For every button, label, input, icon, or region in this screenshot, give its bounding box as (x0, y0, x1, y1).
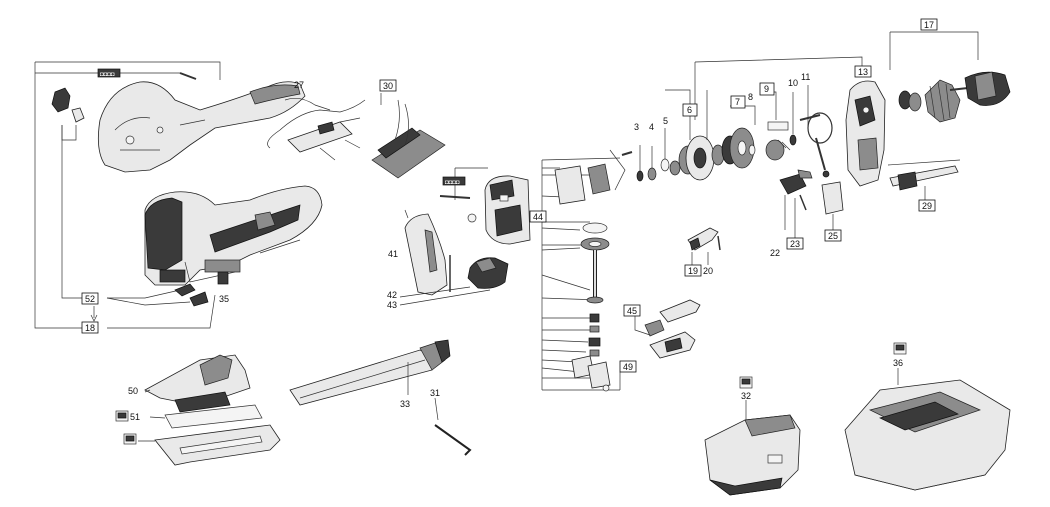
label-box-18 (81, 321, 99, 334)
label-31: 31 (430, 388, 440, 398)
cable-clip (51, 87, 71, 113)
label-8: 8 (748, 92, 753, 102)
label-5: 5 (663, 116, 668, 126)
housing-screw (179, 72, 197, 80)
screw-kit-badge-2: ◘◘◘◘ (445, 180, 460, 186)
label-17: 17 (924, 20, 934, 30)
label-box-49 (619, 360, 637, 373)
sliding-shoe-plate (149, 404, 263, 429)
hex-key (434, 397, 472, 456)
housing-shell-group: ◘◘◘◘ (34, 61, 306, 329)
label-box-17 (920, 18, 938, 31)
crank-parts (636, 85, 833, 182)
accessory-badge-1 (115, 410, 129, 422)
label-44: 44 (533, 212, 543, 222)
label-49: 49 (623, 362, 633, 372)
label-30: 30 (383, 81, 393, 91)
label-13: 13 (858, 67, 868, 77)
battery-charger (844, 342, 1011, 491)
label-50: 50 (128, 386, 138, 396)
label-box-29 (918, 199, 936, 212)
label-32: 32 (741, 391, 751, 401)
screw-kit-badge (97, 68, 121, 78)
label-box-7 (730, 95, 746, 109)
label-box-23 (786, 237, 804, 250)
label-box-6 (682, 103, 698, 117)
pendulum-parts (779, 169, 844, 238)
handle-cover (404, 209, 448, 296)
jigsaw-body (144, 185, 323, 286)
label-42: 42 (387, 290, 397, 300)
label-9: 9 (764, 84, 769, 94)
label-6: 6 (687, 105, 692, 115)
label-4: 4 (649, 122, 654, 132)
label-20: 20 (703, 266, 713, 276)
label-box-19 (684, 264, 702, 277)
label-51: 51 (130, 412, 140, 422)
label-18: 18 (85, 323, 95, 333)
label-41: 41 (388, 249, 398, 259)
housing-half-shell (97, 81, 306, 173)
base-plate (144, 354, 251, 413)
label-11: 11 (801, 72, 810, 82)
accessory-badge-2 (123, 433, 137, 445)
label-36: 36 (893, 358, 903, 368)
lever-rod (887, 159, 961, 200)
base-insert (138, 424, 281, 466)
label-7: 7 (735, 97, 740, 107)
small-clip (71, 107, 85, 123)
label-33: 33 (400, 399, 410, 409)
label-box-25 (824, 229, 842, 242)
label-box-30 (379, 79, 397, 92)
label-27: 27 (294, 80, 304, 90)
motor-brush-holder (467, 257, 509, 289)
label-22: 22 (770, 248, 780, 258)
label-box-45 (623, 304, 641, 317)
label-box-44 (529, 210, 547, 223)
label-3: 3 (634, 122, 639, 132)
label-52: 52 (85, 294, 95, 304)
label-29: 29 (922, 201, 932, 211)
label-35: 35 (219, 294, 229, 304)
battery-pack (704, 376, 801, 496)
dust-extractor-tube (289, 339, 451, 406)
electronics-module (371, 99, 446, 179)
label-23: 23 (790, 239, 800, 249)
label-box-9 (759, 82, 775, 96)
label-box-13 (854, 65, 872, 78)
callout-labels: 27 30 3 4 5 6 7 8 9 10 11 13 17 29 22 23… (81, 18, 938, 422)
label-25: 25 (828, 231, 838, 241)
switch-slider (634, 299, 701, 359)
label-10: 10 (788, 78, 798, 88)
label-19: 19 (688, 266, 698, 276)
label-45: 45 (627, 306, 637, 316)
adjust-lever (687, 227, 721, 265)
plunger-column (541, 149, 633, 392)
gear-housing: ◘◘◘◘ (439, 167, 531, 245)
screw-kit-badge-text: ◘◘◘◘ (100, 72, 115, 78)
motor-assembly (889, 31, 1011, 123)
label-box-52 (81, 292, 99, 305)
cable-assembly (267, 98, 366, 161)
label-43: 43 (387, 300, 397, 310)
